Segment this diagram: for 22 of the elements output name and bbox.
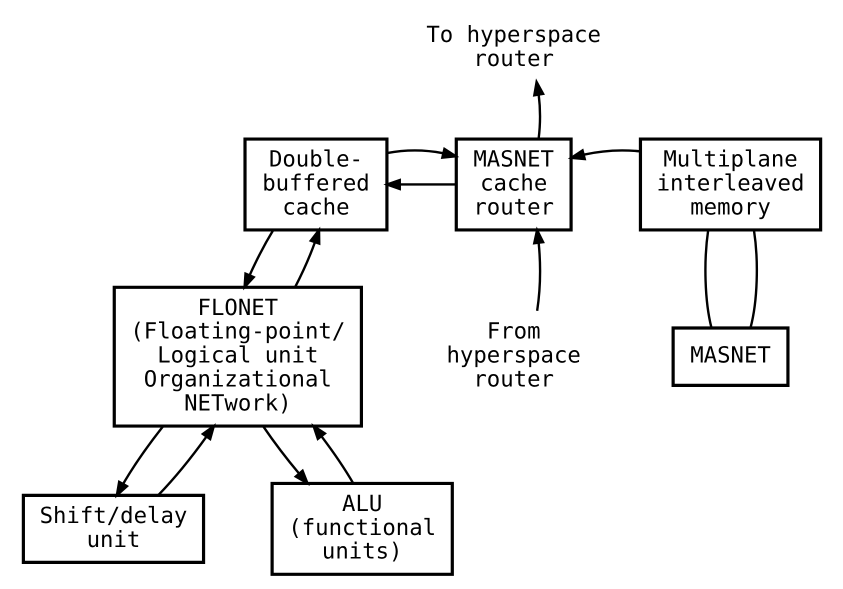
node-box: ALU (functional units) (270, 482, 454, 576)
connector (748, 230, 758, 328)
node-box: Shift/delay unit (21, 494, 205, 564)
node-box: FLONET (Floating-point/ Logical unit Organizational NETwork) (112, 286, 362, 428)
arrow (156, 423, 216, 496)
connector (704, 230, 712, 328)
arrow (532, 78, 544, 140)
node-text: From hyperspace router (446, 318, 580, 392)
arrow (262, 425, 310, 486)
arrow (386, 147, 459, 159)
node-text: To hyperspace router (426, 22, 601, 72)
arrow (532, 226, 544, 311)
arrow (114, 425, 164, 498)
arrow (310, 423, 354, 484)
node-box: Double- buffered cache (242, 137, 388, 232)
arrow (294, 226, 320, 288)
node-box: MASNET cache router (454, 137, 572, 232)
node-box: Multiplane interleaved memory (638, 137, 822, 232)
node-box: MASNET (671, 326, 790, 387)
arrow (242, 229, 274, 290)
arrow (567, 148, 640, 160)
arrow (382, 178, 456, 191)
